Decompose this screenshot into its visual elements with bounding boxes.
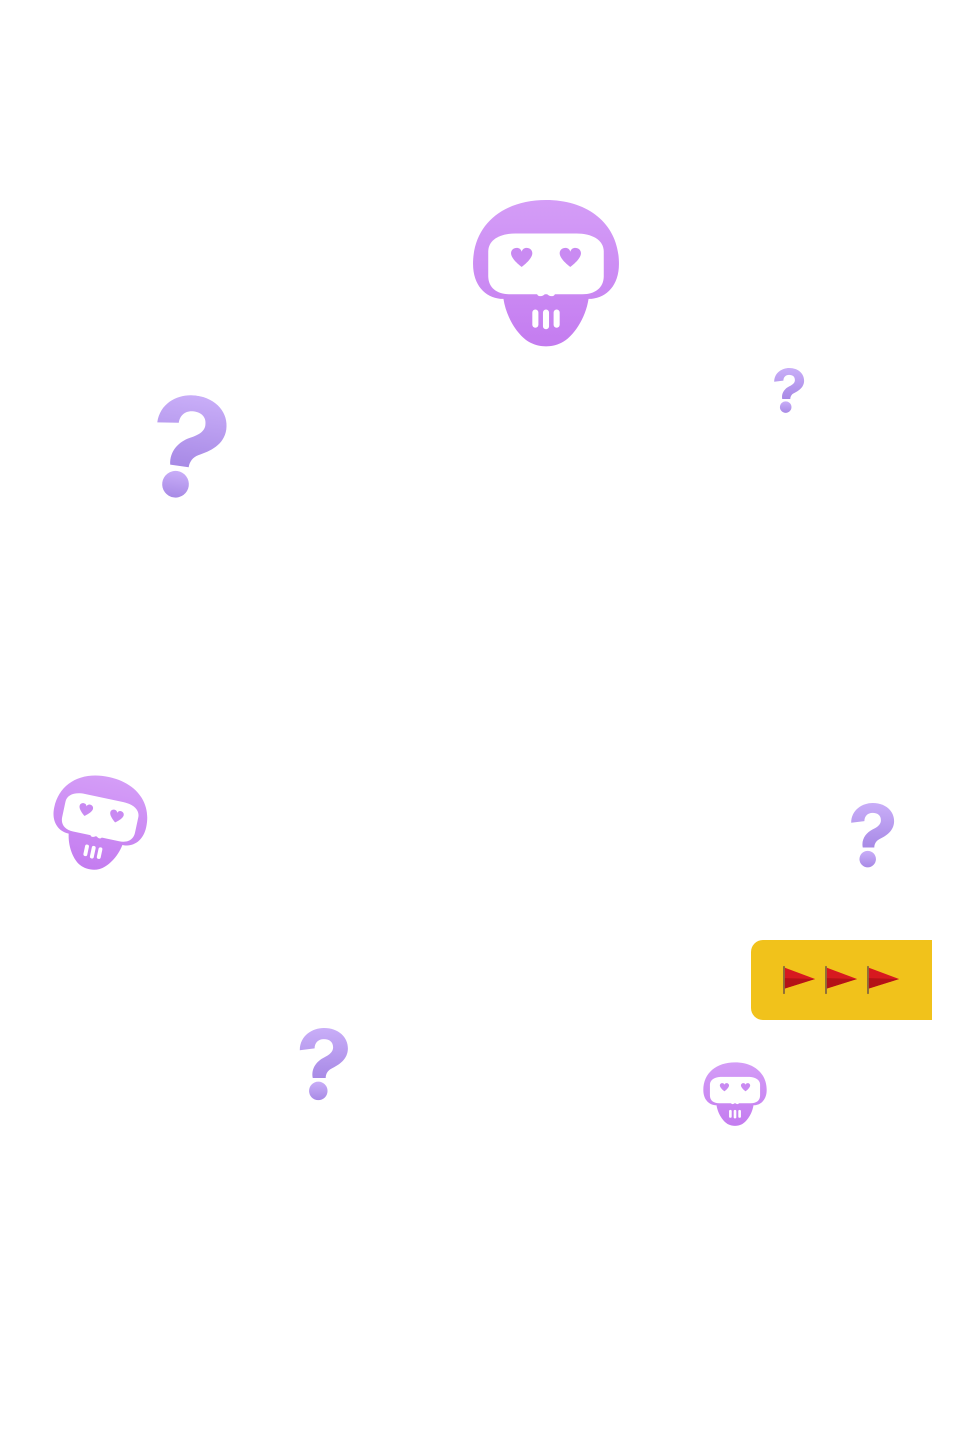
question-mark-icon (139, 388, 234, 508)
heart-eye-skull-icon (470, 197, 622, 349)
triangular-flag-icon (865, 964, 903, 996)
question-mark-icon (846, 803, 896, 869)
heart-eye-skull-icon (41, 764, 158, 882)
triangular-flag-icon (781, 964, 819, 996)
triangular-flag-icon (823, 964, 861, 996)
heart-eye-skull-icon (702, 1061, 768, 1127)
next-button[interactable] (751, 940, 932, 1020)
question-mark-icon (770, 368, 806, 414)
question-mark-icon (294, 1028, 350, 1102)
